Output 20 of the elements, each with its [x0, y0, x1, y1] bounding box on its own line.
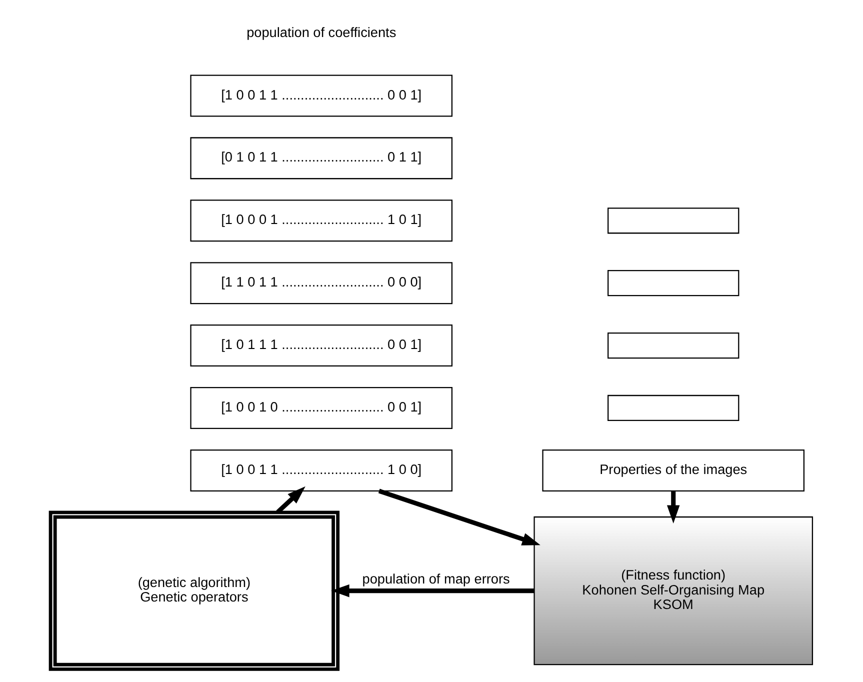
node-box: [1 0 0 1 1 ........................... 0 0 1] [190, 74, 452, 117]
node-box [608, 332, 740, 359]
node-box [608, 208, 740, 234]
node-box: Properties of the images [542, 449, 804, 492]
node-box: [0 1 0 1 1 ........................... 0 1 1] [190, 137, 452, 180]
node-box: (genetic algorithm) Genetic operators [48, 510, 340, 671]
arrow [276, 486, 306, 514]
node-box [608, 394, 740, 422]
node-box: [1 0 1 1 1 ........................... 0 0 1] [190, 324, 452, 367]
arrow [331, 584, 534, 598]
arrow [378, 488, 540, 546]
node-box: [1 0 0 1 1 ........................... 1 0 0] [190, 449, 452, 492]
edge-label: population of map errors [362, 572, 510, 587]
label: population of coefficients [246, 24, 396, 40]
node-box: (Fitness function) Kohonen Self-Organising Map KSOM [534, 516, 814, 666]
arrow [666, 491, 680, 524]
node-box: [1 0 0 0 1 ........................... 1 0 1] [190, 200, 452, 242]
node-box: [1 1 0 1 1 ........................... 0 0 0] [190, 262, 452, 304]
node-box [608, 270, 740, 296]
node-box: [1 0 0 1 0 ........................... 0 0 1] [190, 386, 452, 429]
